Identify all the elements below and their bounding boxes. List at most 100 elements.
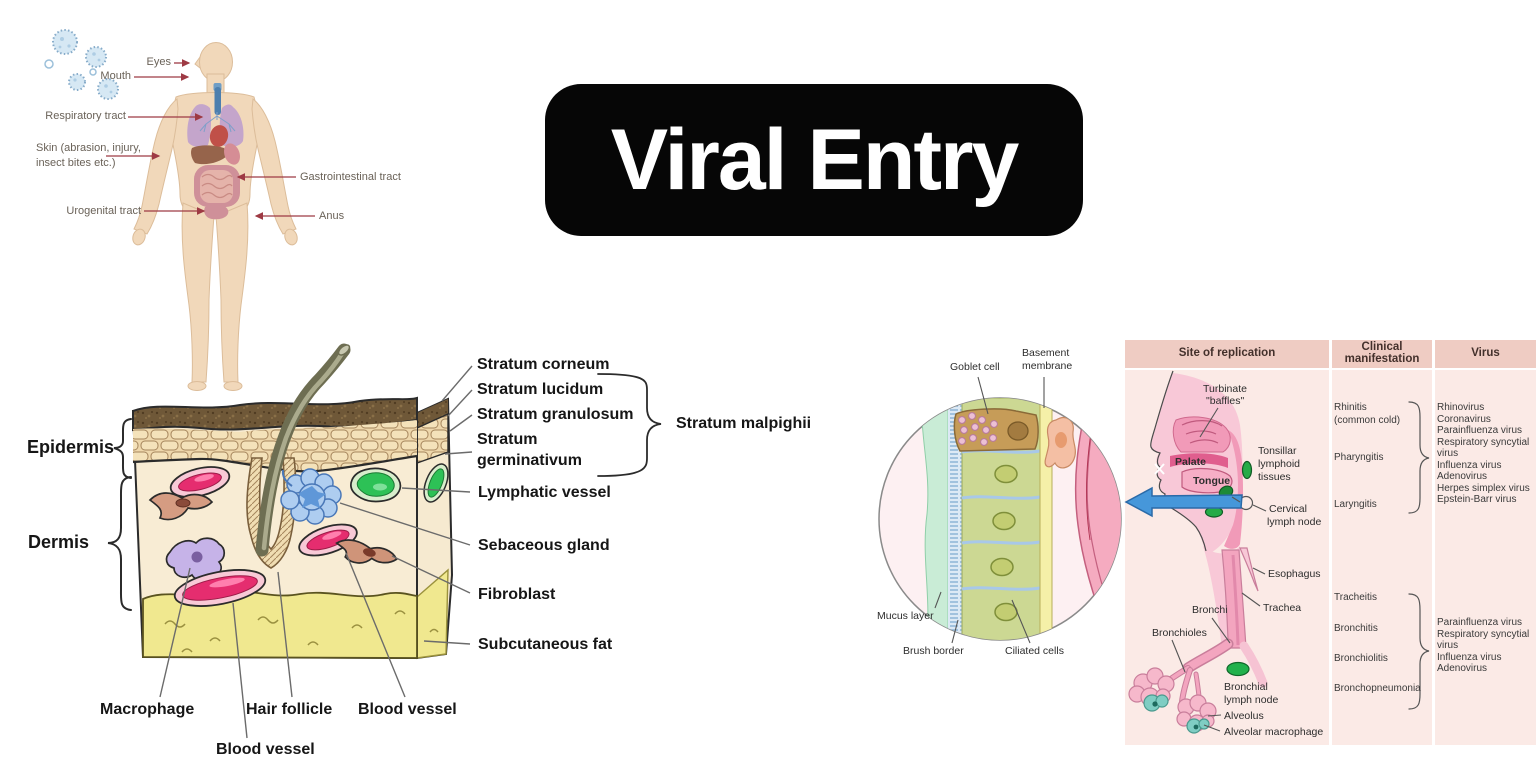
virus-herpes-simplex: Herpes simplex virus <box>1437 482 1530 494</box>
clinical-rhinitis: Rhinitis <box>1334 402 1367 413</box>
clinical-header-panel <box>1332 340 1432 368</box>
label-goblet-cell: Goblet cell <box>950 361 1000 373</box>
label-bronchial-node-1: Bronchial <box>1224 681 1268 693</box>
label-mucus-layer: Mucus layer <box>877 610 934 622</box>
label-sebaceous-gland: Sebaceous gland <box>478 537 610 554</box>
label-skin-line1: Skin (abrasion, injury, <box>36 142 141 154</box>
label-tongue: Tongue <box>1193 475 1231 487</box>
header-site-of-replication: Site of replication <box>1178 347 1276 359</box>
header-virus: Virus <box>1471 347 1500 359</box>
label-turbinate-1: Turbinate <box>1203 383 1247 395</box>
label-stratum-lucidum: Stratum lucidum <box>477 381 604 398</box>
clinical-tracheitis: Tracheitis <box>1334 592 1377 603</box>
virus-adenovirus: Adenovirus <box>1437 471 1488 482</box>
skin-block-right-face <box>416 397 454 660</box>
label-eyes: Eyes <box>146 56 171 68</box>
body-entry-points-illustration <box>44 29 315 391</box>
label-cervical-2: lymph node <box>1267 516 1322 528</box>
internal-organs <box>187 83 244 220</box>
hair-follicle <box>246 343 351 569</box>
label-gastrointestinal-tract: Gastrointestinal tract <box>300 171 401 183</box>
bronchial-node <box>1226 661 1250 677</box>
virus-list-lower: Parainfluenza virus Respiratory syncytia… <box>1437 617 1536 675</box>
label-skin-line2: insect bites etc.) <box>36 157 116 169</box>
fat-squiggles <box>164 610 439 653</box>
clinical-laryngitis: Laryngitis <box>1334 499 1377 510</box>
virus-coronavirus: Coronavirus <box>1437 413 1491 425</box>
skin-cross-section-illustration <box>107 343 662 739</box>
alveolar-macrophage-2 <box>1186 718 1210 734</box>
label-stratum-corneum: Stratum corneum <box>477 356 610 373</box>
label-tonsillar-2: lymphoid <box>1258 458 1301 470</box>
label-epidermis: Epidermis <box>27 437 115 457</box>
virus-rsv: Respiratory syncytial virus <box>1437 436 1530 460</box>
label-alveolar-macrophage: Alveolar macrophage <box>1224 726 1324 738</box>
trachea-shape <box>1221 549 1247 649</box>
label-basement-2: membrane <box>1022 360 1073 372</box>
label-basement-1: Basement <box>1022 347 1070 359</box>
palate-shape <box>1170 453 1228 468</box>
label-alveolus: Alveolus <box>1224 710 1264 722</box>
virus-epstein-barr: Epstein-Barr virus <box>1437 494 1517 505</box>
blood-vessel-small <box>169 466 231 498</box>
label-stratum-malpighii: Stratum malpighii <box>676 415 812 432</box>
label-blood-vessel-center: Blood vessel <box>216 741 315 758</box>
goblet-cell-shape <box>953 408 1039 452</box>
label-urogenital-tract: Urogenital tract <box>66 205 141 217</box>
dermis-cells <box>148 466 402 607</box>
virus-body-panel <box>1435 370 1536 745</box>
label-macrophage: Macrophage <box>100 701 195 718</box>
label-respiratory-tract: Respiratory tract <box>45 110 126 122</box>
label-blood-vessel-right: Blood vessel <box>358 701 457 718</box>
sebaceous-gland-cell <box>280 468 342 525</box>
label-tonsillar-3: tissues <box>1258 471 1291 483</box>
virus-rsv-2: Respiratory syncytial virus <box>1437 628 1530 652</box>
lips-mark <box>1154 463 1165 475</box>
label-stratum-germinativum-1: Stratum <box>477 431 538 448</box>
virus-adenovirus-2: Adenovirus <box>1437 663 1488 674</box>
virus-influenza-2: Influenza virus <box>1437 651 1502 663</box>
virus-particles-icon <box>44 29 119 100</box>
page-title: Viral Entry <box>610 111 1020 208</box>
label-turbinate-2: "baffles" <box>1206 395 1245 407</box>
label-subcutaneous-fat: Subcutaneous fat <box>478 636 613 653</box>
label-anus: Anus <box>319 210 345 222</box>
epithelium-inset <box>878 397 1122 641</box>
clinical-bronchiolitis: Bronchiolitis <box>1334 653 1388 664</box>
label-bronchial-node-2: lymph node <box>1224 694 1279 706</box>
airway-leader-lines <box>934 376 1267 732</box>
clinical-pharyngitis: Pharyngitis <box>1334 452 1384 463</box>
header-clinical-2: manifestation <box>1344 353 1420 365</box>
lower-airway <box>1128 547 1268 734</box>
malpighii-brace <box>597 373 662 477</box>
label-trachea: Trachea <box>1263 602 1302 614</box>
label-stratum-germinativum-2: germinativum <box>477 452 582 469</box>
virus-influenza: Influenza virus <box>1437 459 1502 471</box>
respiratory-tract-illustration <box>878 340 1536 745</box>
virus-header-panel <box>1435 340 1536 368</box>
label-dermis: Dermis <box>28 532 90 552</box>
label-bronchi: Bronchi <box>1192 604 1228 616</box>
clinical-body-panel <box>1332 370 1432 745</box>
label-fibroblast: Fibroblast <box>478 586 556 603</box>
macrophage-cell <box>165 537 226 582</box>
virus-parainfluenza: Parainfluenza virus <box>1437 425 1523 436</box>
turbinate-curves <box>1181 420 1223 444</box>
virus-list-upper: Rhinovirus Coronavirus Parainfluenza vir… <box>1437 402 1536 506</box>
esophagus-shape <box>1239 547 1259 592</box>
label-brush-border: Brush border <box>903 645 964 657</box>
tonsillar-node <box>1241 460 1253 480</box>
face-outline <box>1150 370 1207 552</box>
body-label-arrows <box>106 59 315 220</box>
label-bronchioles: Bronchioles <box>1152 627 1207 639</box>
dermis-brace <box>107 476 132 611</box>
clinical-braces <box>1408 401 1430 710</box>
label-cervical-1: Cervical <box>1269 503 1307 515</box>
clinical-bronchopneumonia: Bronchopneumonia <box>1334 683 1421 694</box>
label-tonsillar-1: Tonsillar <box>1258 445 1297 457</box>
alveolar-macrophage-1 <box>1143 694 1169 712</box>
spread-arrow <box>1124 486 1243 518</box>
fibroblast-cell-2 <box>335 539 398 564</box>
blood-vessel-large <box>173 569 267 607</box>
